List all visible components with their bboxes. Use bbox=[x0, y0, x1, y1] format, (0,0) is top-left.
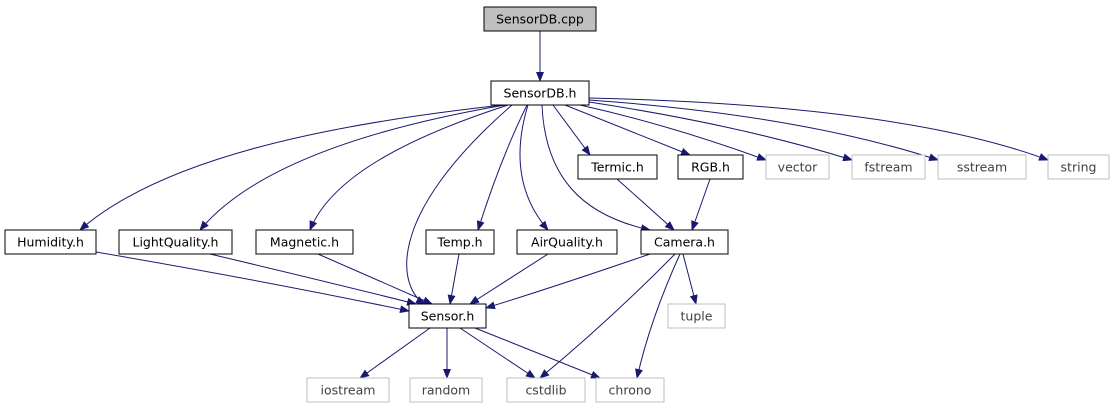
node-label: Termic.h bbox=[590, 160, 644, 175]
node-label: RGB.h bbox=[691, 160, 730, 175]
node-string: string bbox=[1047, 154, 1110, 180]
node-magnetic-h[interactable]: Magnetic.h bbox=[255, 229, 354, 255]
node-label: AirQuality.h bbox=[531, 235, 603, 250]
edge-sensor-h-to-chrono bbox=[474, 327, 601, 379]
edge-sensordb-h-to-rgb-h bbox=[564, 104, 691, 156]
edge-sensordb-h-to-lightquality-h bbox=[199, 104, 506, 231]
node-box bbox=[851, 154, 926, 180]
edge-sensordb-h-to-temp-h bbox=[476, 104, 528, 231]
node-sstream: sstream bbox=[937, 154, 1027, 180]
node-box bbox=[490, 80, 590, 106]
node-label: tuple bbox=[681, 309, 713, 324]
node-label: cstdlib bbox=[525, 383, 566, 398]
node-sensordb-cpp[interactable]: SensorDB.cpp bbox=[483, 6, 597, 32]
edge-sensordb-h-to-magnetic-h bbox=[309, 104, 509, 231]
node-label: SensorDB.cpp bbox=[496, 12, 584, 27]
node-box bbox=[937, 154, 1027, 180]
edge-sensordb-h-to-vector bbox=[579, 104, 767, 161]
edge-sensordb-h-to-termic-h bbox=[552, 104, 591, 156]
node-rgb-h[interactable]: RGB.h bbox=[677, 154, 744, 180]
node-fstream: fstream bbox=[851, 154, 926, 180]
edge-airquality-h-to-sensor-h bbox=[469, 253, 549, 305]
node-label: Camera.h bbox=[654, 235, 715, 250]
node-box bbox=[483, 6, 597, 32]
node-box bbox=[118, 229, 233, 255]
node-box bbox=[408, 303, 487, 329]
node-box bbox=[765, 154, 830, 180]
node-sensor-h[interactable]: Sensor.h bbox=[408, 303, 487, 329]
edge-camera-h-to-cstdlib bbox=[539, 253, 676, 379]
node-label: vector bbox=[778, 160, 819, 175]
node-tuple: tuple bbox=[667, 303, 726, 329]
node-label: Humidity.h bbox=[17, 235, 84, 250]
edge-sensordb-h-to-string bbox=[588, 97, 1049, 161]
edge-camera-h-to-chrono bbox=[635, 253, 681, 379]
node-box bbox=[677, 154, 744, 180]
node-box bbox=[516, 229, 618, 255]
node-label: string bbox=[1061, 160, 1097, 175]
node-label: SensorDB.h bbox=[504, 86, 577, 101]
edge-termic-h-to-camera-h bbox=[616, 178, 675, 231]
edge-sensordb-h-to-airquality-h bbox=[519, 104, 549, 231]
node-label: chrono bbox=[609, 383, 652, 398]
node-label: iostream bbox=[321, 383, 376, 398]
edge-sensordb-h-to-sensor-h bbox=[406, 104, 513, 305]
node-box bbox=[595, 377, 665, 403]
edge-sensordb-h-to-camera-h bbox=[541, 104, 651, 233]
node-airquality-h[interactable]: AirQuality.h bbox=[516, 229, 618, 255]
node-box bbox=[506, 377, 586, 403]
node-box bbox=[306, 377, 390, 403]
edges-layer bbox=[79, 31, 1049, 379]
node-temp-h[interactable]: Temp.h bbox=[425, 229, 495, 255]
edge-sensordb-h-to-sstream bbox=[588, 99, 939, 162]
edge-magnetic-h-to-sensor-h bbox=[317, 253, 433, 305]
node-box bbox=[255, 229, 354, 255]
node-sensordb-h[interactable]: SensorDB.h bbox=[490, 80, 590, 106]
node-label: sstream bbox=[957, 160, 1007, 175]
node-random: random bbox=[409, 377, 483, 403]
edge-camera-h-to-tuple bbox=[682, 253, 698, 305]
node-box bbox=[640, 229, 729, 255]
node-box bbox=[1047, 154, 1110, 180]
node-label: LightQuality.h bbox=[133, 235, 219, 250]
node-box bbox=[425, 229, 495, 255]
node-lightquality-h[interactable]: LightQuality.h bbox=[118, 229, 233, 255]
edge-rgb-h-to-camera-h bbox=[691, 178, 711, 231]
node-termic-h[interactable]: Termic.h bbox=[577, 154, 658, 180]
edge-sensor-h-to-cstdlib bbox=[459, 327, 536, 379]
node-label: Sensor.h bbox=[421, 309, 475, 324]
node-box bbox=[4, 229, 97, 255]
node-label: Magnetic.h bbox=[270, 235, 339, 250]
node-box bbox=[409, 377, 483, 403]
node-camera-h[interactable]: Camera.h bbox=[640, 229, 729, 255]
edge-sensordb-h-to-fstream bbox=[588, 101, 853, 162]
edge-camera-h-to-sensor-h bbox=[485, 253, 651, 310]
node-vector: vector bbox=[765, 154, 830, 180]
edge-temp-h-to-sensor-h bbox=[447, 253, 460, 305]
node-label: random bbox=[422, 383, 470, 398]
node-cstdlib: cstdlib bbox=[506, 377, 586, 403]
node-chrono: chrono bbox=[595, 377, 665, 403]
node-iostream: iostream bbox=[306, 377, 390, 403]
edge-sensor-h-to-iostream bbox=[359, 327, 431, 379]
node-box bbox=[577, 154, 658, 180]
node-humidity-h[interactable]: Humidity.h bbox=[4, 229, 97, 255]
edge-sensordb-h-to-humidity-h bbox=[79, 104, 504, 231]
edge-humidity-h-to-sensor-h bbox=[95, 251, 410, 314]
node-label: Temp.h bbox=[436, 235, 482, 250]
edge-lightquality-h-to-sensor-h bbox=[209, 253, 417, 306]
node-label: fstream bbox=[864, 160, 912, 175]
node-box bbox=[667, 303, 726, 329]
